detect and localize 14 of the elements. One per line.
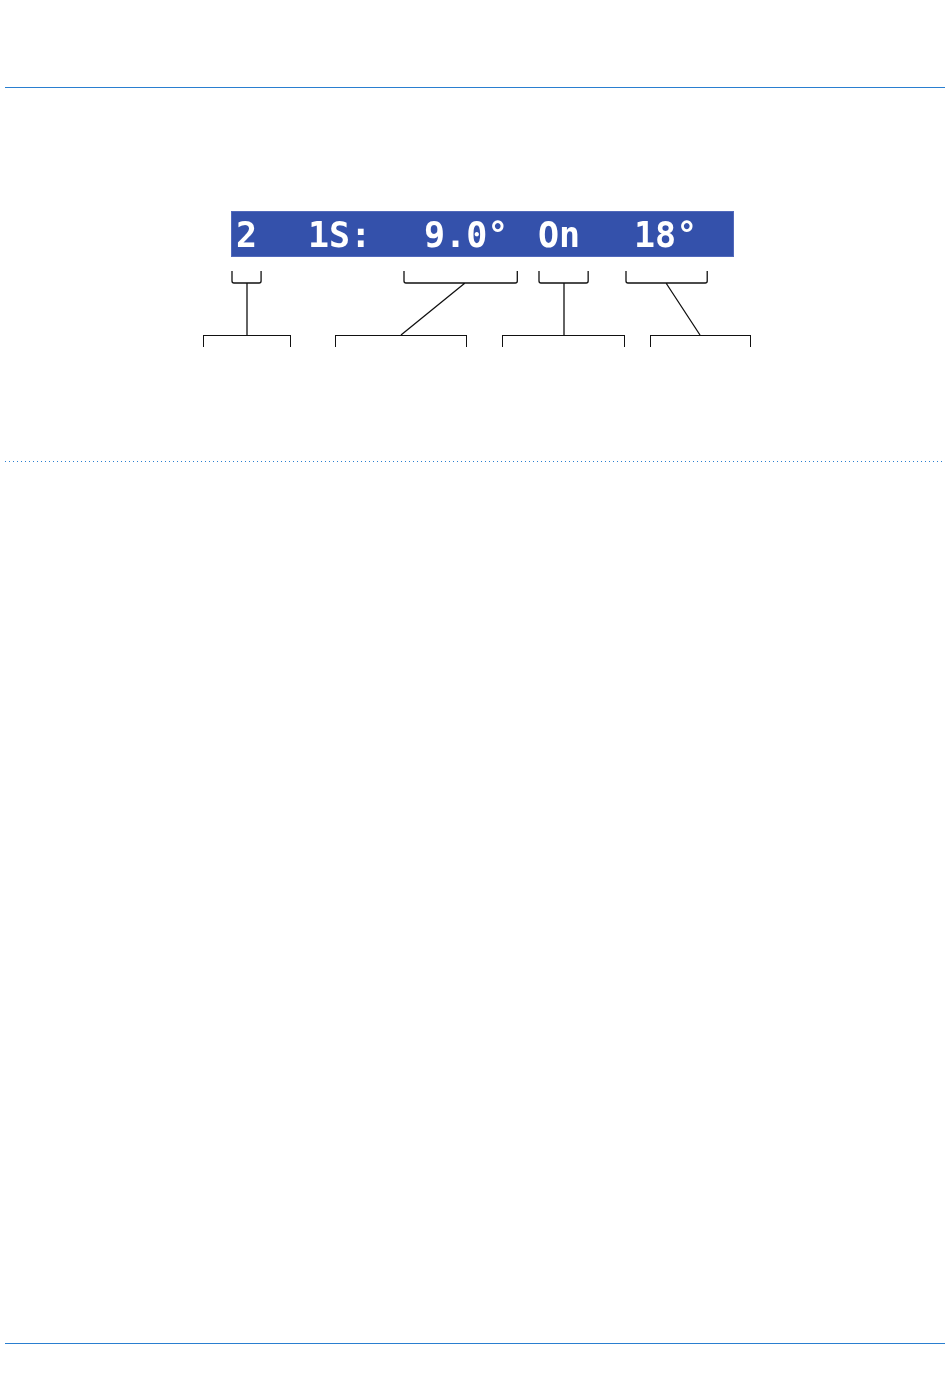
leader-line [538, 270, 589, 336]
empty-label-bracket [203, 335, 291, 347]
leader-line [400, 270, 518, 336]
display-reading: 9.0° [424, 217, 509, 253]
leader-line [625, 270, 708, 336]
display-reading: On [538, 217, 581, 253]
display-reading: 2 [236, 217, 258, 253]
display-reading: 18° [634, 217, 698, 253]
display-reading: 1S: [308, 217, 372, 253]
empty-label-bracket [650, 335, 751, 347]
lcd-display [231, 211, 734, 257]
empty-label-bracket [502, 335, 625, 347]
leader-line [231, 270, 262, 336]
empty-label-bracket [335, 335, 467, 347]
